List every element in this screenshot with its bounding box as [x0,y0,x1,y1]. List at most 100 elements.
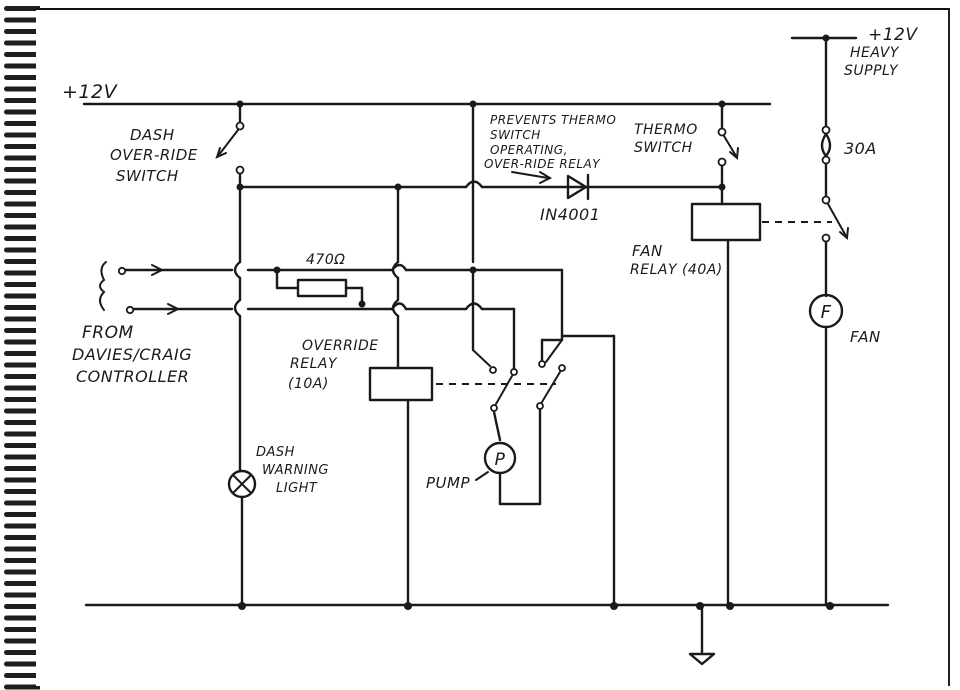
spiral-ring [4,673,40,678]
label-prevents-3: OPERATING, [490,143,568,157]
spiral-ring [4,535,40,540]
spiral-ring [4,75,40,80]
label-override-relay-1: OVERRIDE [302,338,379,354]
spiral-ring [4,684,40,690]
label-fan-relay-1: FAN [632,242,663,260]
diode-in4001 [566,173,590,201]
spiral-ring [4,293,40,299]
label-dash-override-1: DASH [130,126,175,144]
fuse-30a [820,125,832,198]
spiral-ring [4,259,40,264]
override-relay-coil [368,366,556,402]
spiral-ring [4,408,40,414]
spiral-ring [4,6,40,11]
spiral-ring [4,397,40,402]
spiral-ring [4,466,40,471]
label-from-2: DAVIES/CRAIG [72,345,192,364]
fan-symbol: F [821,302,832,323]
spiral-ring [4,178,40,184]
controller-input-wires [99,261,234,315]
spiral-ring [4,236,40,241]
wire-crossover [391,298,400,318]
spiral-ring [4,454,40,460]
ground-bus [84,602,890,610]
spiral-ring [4,339,40,345]
label-fan: FAN [850,328,881,346]
spiral-ring [4,121,40,126]
label-heavy-supply-12v: +12V [868,25,918,45]
spiral-ring [4,213,40,218]
spiral-ring [4,523,40,529]
label-from-3: CONTROLLER [76,367,189,386]
spiral-ring [4,52,40,57]
spiral-ring [4,351,40,356]
annotation-arrow [511,171,549,179]
label-override-relay-3: (10A) [288,376,329,392]
spiral-ring [4,489,40,494]
label-from-1: FROM [82,323,134,343]
supply-bus-12v [82,100,772,108]
spiral-ring [4,374,40,379]
fan-motor: F [808,293,844,607]
spiral-ring [4,201,40,207]
spiral-ring [4,109,40,115]
spiral-ring [4,443,40,448]
label-supply-12v: +12V [62,81,119,103]
dash-override-switch [215,102,245,175]
spiral-ring [4,431,40,437]
spiral-ring [4,592,40,598]
spiral-ring [4,615,40,621]
spiral-ring [4,224,40,230]
fan-relay-coil [690,202,832,242]
spiral-ring [4,98,40,103]
spiral-ring [4,144,40,149]
label-dash-override-2: OVER-RIDE [110,146,198,164]
spiral-ring [4,29,40,34]
label-resistor: 470Ω [306,252,345,268]
spiral-ring [4,581,40,586]
spiral-ring [4,155,40,161]
spiral-ring [4,270,40,276]
pump-symbol: P [495,450,506,470]
label-thermo-1: THERMO [634,122,698,138]
pump-motor: P [483,408,542,506]
fan-relay-contact [821,195,849,298]
label-override-relay-2: RELAY [290,356,338,372]
label-prevents-1: PREVENTS THERMO [490,113,616,127]
spiral-ring [4,627,40,632]
spiral-ring [4,558,40,563]
spiral-binding [0,0,40,690]
wire-crossover [391,260,400,280]
spiral-ring [4,638,40,644]
label-thermo-2: SWITCH [634,140,693,156]
spiral-ring [4,477,40,483]
label-heavy-line2: SUPPLY [844,63,899,79]
spiral-ring [4,500,40,506]
spiral-ring [4,546,40,552]
override-relay-contacts [472,334,616,608]
pump-pointer [475,471,489,481]
label-prevents-2: SWITCH [490,128,541,142]
spiral-ring [4,362,40,368]
ground-symbol [688,604,716,666]
spiral-ring [4,17,40,23]
label-dash-override-3: SWITCH [116,167,179,185]
spiral-ring [4,63,40,69]
spiral-ring [4,190,40,195]
spiral-ring [4,385,40,391]
label-dash-warning-3: LIGHT [276,481,318,496]
annotation-arrowhead [539,171,553,184]
label-heavy-line1: HEAVY [850,45,900,61]
label-pump: PUMP [426,474,470,492]
spiral-ring [4,132,40,138]
spiral-ring [4,86,40,92]
spiral-ring [4,247,40,253]
dash-warning-lamp [227,469,257,608]
spiral-ring [4,40,40,46]
spiral-ring [4,569,40,575]
spiral-ring [4,604,40,609]
spiral-ring [4,282,40,287]
spiral-ring [4,316,40,322]
spiral-ring [4,650,40,655]
